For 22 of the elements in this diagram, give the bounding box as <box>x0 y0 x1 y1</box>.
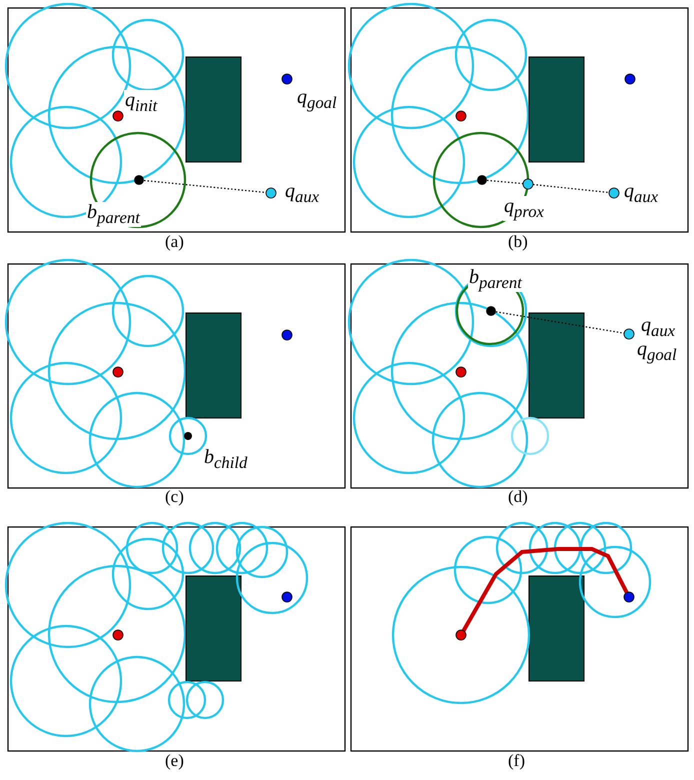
point-label: b$_{parent}$ <box>468 267 523 292</box>
point-label: b$_{parent}$ <box>86 202 141 227</box>
point-marker <box>608 188 620 198</box>
point-marker <box>134 175 144 185</box>
point-marker <box>266 188 276 198</box>
panel-caption: (e) <box>165 752 184 769</box>
panel-caption: (d) <box>508 488 528 505</box>
point-marker <box>624 592 634 602</box>
panel-caption: (c) <box>165 488 184 505</box>
panel-caption: (b) <box>508 233 528 250</box>
dotted-line <box>532 184 610 194</box>
panel-caption: (f) <box>508 752 525 769</box>
point-marker <box>522 178 534 190</box>
point-marker <box>624 328 634 340</box>
panel-caption: (a) <box>165 233 184 250</box>
dotted-line <box>486 180 524 184</box>
dotted-line <box>496 311 624 334</box>
dotted-line <box>144 180 266 194</box>
point-label: q$_{prox}$ <box>503 196 545 221</box>
point-marker <box>486 306 496 316</box>
point-marker <box>477 175 487 185</box>
point-marker <box>456 630 466 640</box>
